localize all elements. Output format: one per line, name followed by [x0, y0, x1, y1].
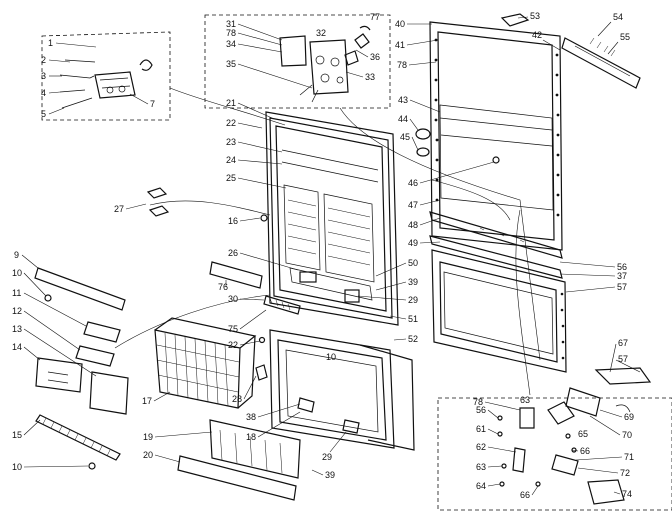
label-23: 23 — [226, 137, 236, 147]
label-39b: 39 — [325, 470, 335, 480]
label-49: 49 — [408, 238, 418, 248]
label-70: 70 — [622, 430, 632, 440]
label-29a: 29 — [408, 295, 418, 305]
label-28: 28 — [232, 394, 242, 404]
label-56b: 56 — [476, 405, 486, 415]
bottom-drawer — [177, 419, 301, 501]
label-40: 40 — [395, 19, 405, 29]
label-15: 15 — [12, 430, 22, 440]
label-21: 21 — [226, 98, 236, 108]
label-75: 76 — [218, 282, 228, 292]
label-50: 50 — [408, 258, 418, 268]
label-5: 5 — [41, 109, 46, 119]
label-55: 55 — [620, 32, 630, 42]
label-10b: 10 — [12, 268, 22, 278]
label-22b: 22 — [228, 340, 238, 350]
callout-labels: 1 2 3 4 5 7 31 78 32 34 35 77 36 33 40 4… — [12, 11, 641, 500]
label-13: 13 — [12, 324, 22, 334]
door-gasket — [265, 111, 399, 326]
label-78: 78 — [397, 60, 407, 70]
label-48: 48 — [408, 220, 418, 230]
label-30: 30 — [228, 294, 238, 304]
label-39a: 39 — [408, 277, 418, 287]
label-47: 47 — [408, 200, 418, 210]
label-76: 77 — [370, 12, 380, 22]
label-41: 41 — [395, 40, 405, 50]
label-54: 54 — [613, 12, 623, 22]
wire-basket — [154, 317, 257, 409]
label-22a: 22 — [226, 118, 236, 128]
label-33: 33 — [365, 72, 375, 82]
misc-center-parts — [146, 187, 301, 381]
label-37: 37 — [617, 271, 627, 281]
label-78b: 78 — [473, 397, 483, 407]
shelf-strips — [429, 211, 563, 279]
label-64: 66 — [520, 490, 530, 500]
label-34: 34 — [226, 39, 236, 49]
label-43: 43 — [398, 95, 408, 105]
label-51: 51 — [408, 314, 418, 324]
label-73: 74 — [622, 489, 632, 499]
label-56: 56 — [617, 262, 627, 272]
label-46: 46 — [408, 178, 418, 188]
label-10a: 10 — [326, 352, 336, 362]
label-72: 72 — [620, 468, 630, 478]
label-53: 53 — [530, 11, 540, 21]
label-20: 20 — [143, 450, 153, 460]
label-2: 2 — [41, 55, 46, 65]
label-3: 3 — [41, 71, 46, 81]
label-27: 27 — [114, 204, 124, 214]
label-74: 75 — [228, 324, 238, 334]
inset-top-left — [41, 31, 171, 121]
label-7: 7 — [150, 99, 155, 109]
label-52: 52 — [408, 334, 418, 344]
label-45: 45 — [400, 132, 410, 142]
label-57: 57 — [617, 282, 627, 292]
label-59: 61 — [476, 424, 486, 434]
inset-top-center — [204, 14, 391, 109]
main-inner-door — [269, 117, 393, 319]
label-12: 12 — [12, 306, 22, 316]
label-17: 17 — [142, 396, 152, 406]
lower-door-panel — [431, 249, 567, 373]
label-1: 1 — [48, 38, 53, 48]
label-67: 67 — [618, 338, 628, 348]
label-71: 71 — [624, 452, 634, 462]
label-18: 18 — [246, 432, 256, 442]
label-63: 63 — [520, 395, 530, 405]
crisper-door — [269, 329, 415, 451]
label-44: 44 — [398, 114, 408, 124]
label-58: 57 — [618, 354, 628, 364]
label-9: 9 — [14, 250, 19, 260]
label-62: 64 — [476, 481, 486, 491]
label-31: 31 — [226, 19, 236, 29]
label-25: 25 — [226, 173, 236, 183]
label-24: 24 — [226, 155, 236, 165]
label-66: 66 — [580, 446, 590, 456]
label-19: 19 — [143, 432, 153, 442]
label-26a: 26 — [228, 248, 238, 258]
label-16: 16 — [228, 216, 238, 226]
label-11: 11 — [12, 288, 21, 298]
label-61: 63 — [476, 462, 486, 472]
upper-door-panel — [415, 21, 563, 251]
label-4: 4 — [41, 88, 46, 98]
label-32: 32 — [316, 28, 326, 38]
label-14: 14 — [12, 342, 22, 352]
label-77: 78 — [226, 28, 236, 38]
top-right-parts — [500, 13, 641, 89]
label-10c: 10 — [12, 462, 22, 472]
label-29b: 29 — [322, 452, 332, 462]
label-35: 35 — [226, 59, 236, 69]
label-42: 42 — [532, 30, 542, 40]
label-38: 38 — [246, 412, 256, 422]
label-69: 69 — [624, 412, 634, 422]
left-parts — [34, 267, 129, 470]
label-65: 65 — [578, 429, 588, 439]
inset-bottom-right — [437, 367, 672, 511]
label-60: 62 — [476, 442, 486, 452]
label-36: 36 — [370, 52, 380, 62]
